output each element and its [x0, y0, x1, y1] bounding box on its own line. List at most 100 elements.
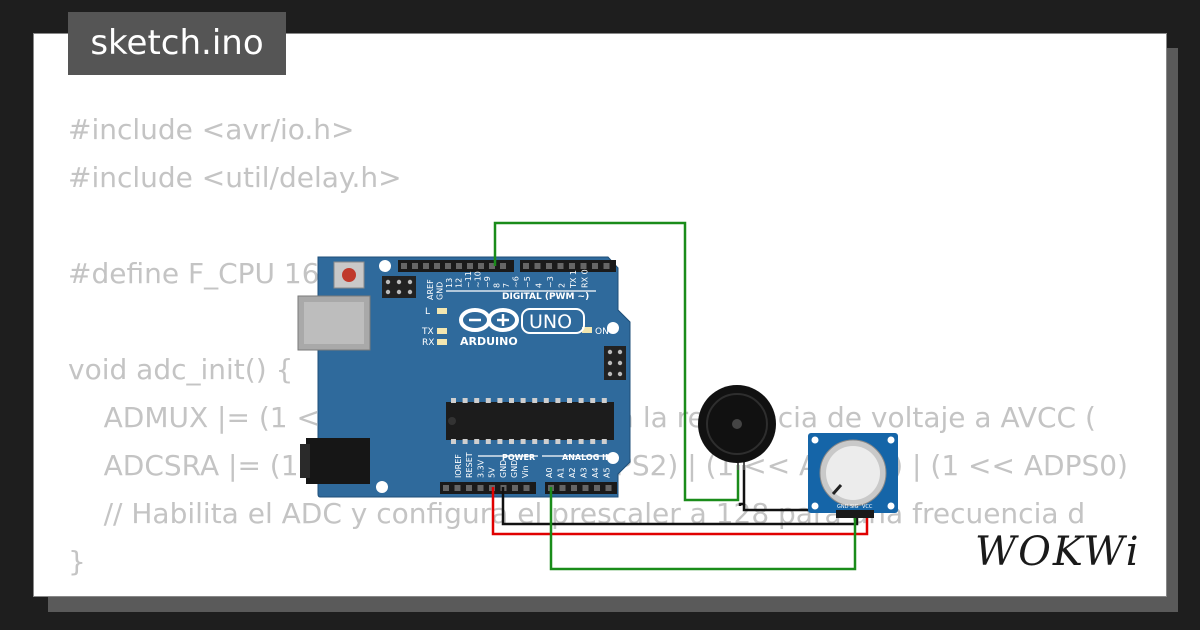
- analog-pin-label: A4: [591, 467, 600, 478]
- chip-leg: [451, 398, 456, 403]
- chip-leg: [485, 398, 491, 403]
- header-hole: [401, 263, 407, 269]
- code-line: void adc_init() {: [68, 353, 294, 386]
- usb-port-inner: [304, 302, 364, 344]
- icsp2-header: [604, 346, 626, 380]
- led-l-label: L: [425, 307, 430, 317]
- power-pin-label: GND: [499, 460, 508, 478]
- chip-leg: [567, 439, 572, 444]
- power-pin-label: RESET: [465, 452, 474, 478]
- wire-green-a0[interactable]: [549, 487, 857, 571]
- chip-leg: [532, 439, 538, 444]
- wire-green-d9-buzzer[interactable]: [493, 221, 740, 502]
- header-hole: [445, 263, 451, 269]
- analog-pin-label: A5: [603, 467, 612, 478]
- chip-leg: [520, 439, 526, 444]
- file-tab[interactable]: sketch.ino: [68, 12, 286, 75]
- header-hole: [477, 485, 484, 491]
- code-line: #include <avr/io.h>: [68, 113, 355, 146]
- top-pin-label: ~5: [523, 276, 532, 288]
- top-pin-label: 2: [558, 283, 567, 288]
- header-hole: [605, 485, 612, 491]
- pot-hole: [887, 436, 895, 444]
- chip-leg: [543, 398, 549, 403]
- code-line: }: [68, 545, 86, 578]
- chip-leg: [497, 398, 503, 403]
- chip-leg: [485, 439, 491, 444]
- icsp-header: [382, 276, 416, 298]
- pot-pin-gnd: GND: [837, 504, 849, 510]
- chip-pins: [451, 398, 607, 444]
- wire-red-5v[interactable]: [491, 487, 869, 536]
- chip-leg: [474, 439, 480, 444]
- potentiometer[interactable]: GND SIG VCC: [808, 433, 898, 518]
- analog-pin-label: A1: [557, 467, 566, 478]
- chip-leg: [532, 398, 538, 403]
- top-pin-label: 12: [455, 278, 464, 288]
- power-pin-label: 3.3V: [476, 459, 485, 478]
- header-hole: [546, 263, 552, 269]
- wokwi-logo: WOKWi: [975, 529, 1141, 575]
- led-on: [582, 327, 592, 333]
- arduino-logo: [459, 308, 519, 332]
- power-pin-label: Vin: [521, 465, 530, 478]
- header-hole: [454, 485, 461, 491]
- header-hole: [466, 485, 472, 491]
- wire-black-gnd[interactable]: [501, 487, 859, 526]
- uno-text: UNO: [529, 311, 572, 333]
- led-on-label: ON: [595, 327, 609, 337]
- top-pin-label: GND: [436, 282, 445, 300]
- wires: [491, 221, 869, 571]
- mount-hole: [376, 481, 388, 493]
- header-hole: [423, 263, 429, 269]
- chip-leg: [462, 439, 468, 444]
- chip-leg: [590, 439, 596, 444]
- header-hole: [603, 263, 610, 269]
- header-hole: [580, 263, 587, 269]
- power-pin-label: IOREF: [454, 454, 463, 478]
- header-hole: [456, 263, 462, 269]
- chip-leg: [578, 398, 584, 403]
- pot-pin-labels: GND SIG VCC: [837, 504, 873, 510]
- header-hole: [434, 263, 440, 269]
- chip-leg: [497, 439, 503, 444]
- header-hole: [559, 485, 566, 491]
- power-pin-label: 5V: [488, 467, 497, 478]
- mount-hole: [607, 322, 619, 334]
- top-pin-label: 13: [445, 278, 454, 288]
- pot-hole: [811, 436, 819, 444]
- led-rx: [437, 339, 447, 345]
- atmega-chip: [446, 402, 614, 440]
- wire-black-gnd-buzzer[interactable]: [738, 465, 746, 506]
- power-pin-label: GND: [510, 460, 519, 478]
- reset-button-cap: [342, 268, 356, 282]
- analog-label: ANALOG IN: [562, 453, 612, 462]
- header-hole: [489, 263, 495, 269]
- buzzer-ring: [706, 393, 768, 455]
- buzzer-hole: [732, 419, 742, 429]
- led-rx-label: RX: [422, 338, 434, 348]
- header-hole: [571, 485, 577, 491]
- pot-pin-vcc: VCC: [862, 504, 873, 510]
- pot-pin-sig: SIG: [850, 504, 859, 510]
- digital-header-label: DIGITAL (PWM ~): [502, 292, 589, 302]
- chip-leg: [451, 439, 456, 444]
- header-hole: [512, 485, 518, 491]
- brand-backdrop: [968, 524, 1152, 580]
- chip-leg: [474, 398, 480, 403]
- top-pin-label: ~10: [474, 271, 483, 288]
- chip-notch: [448, 417, 456, 425]
- pot-hole: [811, 502, 819, 510]
- mount-hole: [607, 452, 619, 464]
- chip-leg: [601, 439, 607, 444]
- top-pin-label: ~9: [483, 276, 492, 288]
- mount-hole: [379, 260, 391, 272]
- led-tx: [437, 328, 447, 334]
- buzzer[interactable]: [698, 385, 776, 470]
- top-pin-label: 7: [502, 283, 511, 288]
- pot-hole: [887, 502, 895, 510]
